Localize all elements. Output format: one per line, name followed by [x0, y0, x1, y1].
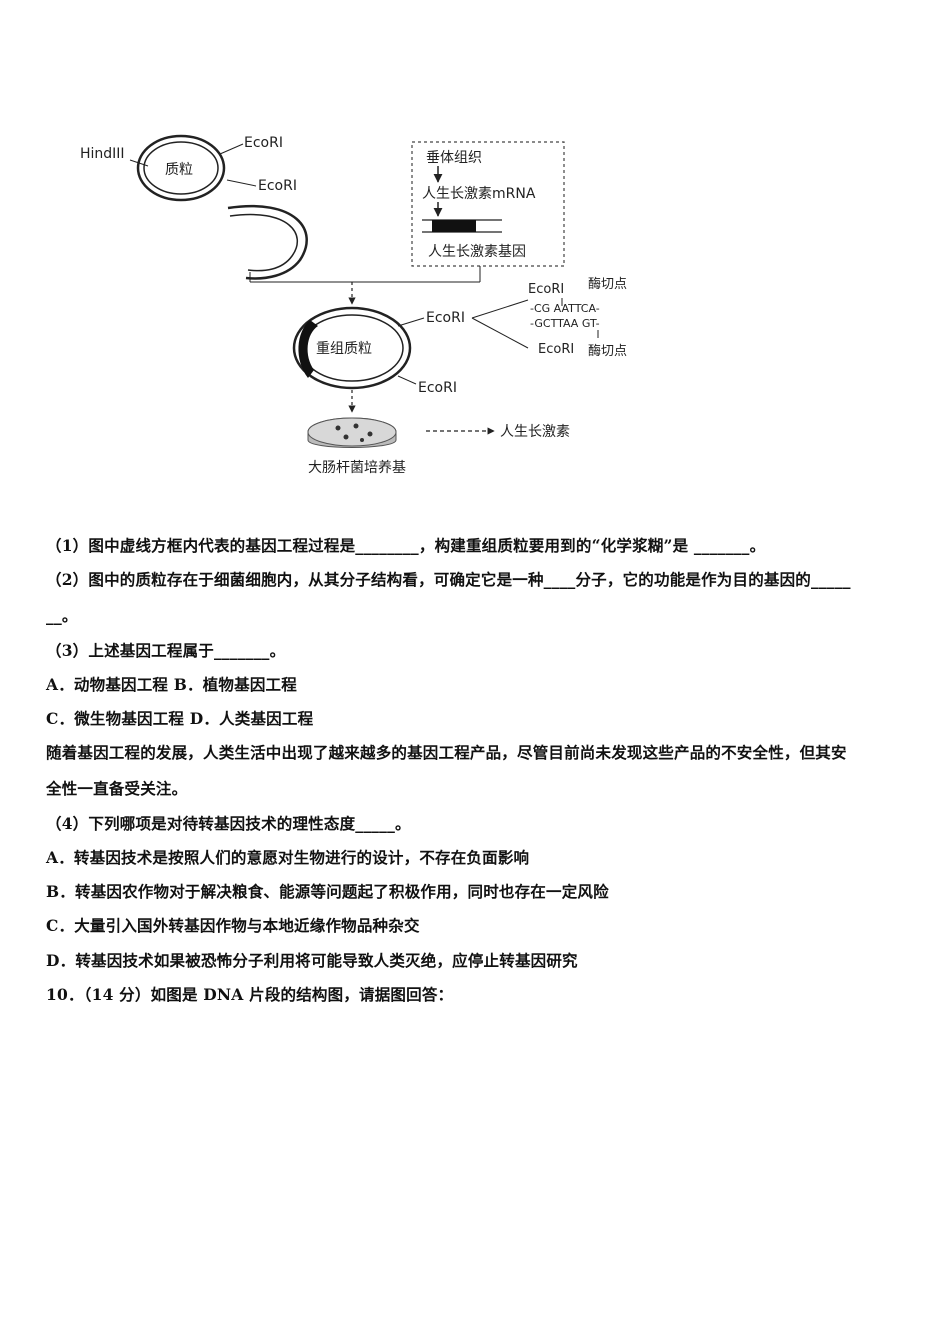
hindiii-label: HindIII [80, 146, 125, 162]
question-4-option-b: B．转基因农作物对于解决粮食、能源等问题起了积极作用，同时也存在一定风险 [46, 882, 609, 901]
paragraph-line-2: 全性一直备受关注。 [46, 779, 188, 798]
recombinant-plasmid-ring [292, 306, 412, 390]
cut-site-label-top: 酶切点 [588, 276, 627, 292]
sequence-bottom: -GCTTAA GT- [530, 317, 600, 330]
ecori-label-2: EcoRI [258, 178, 297, 194]
paragraph-line-1: 随着基因工程的发展，人类生活中出现了越来越多的基因工程产品，尽管目前尚未发现这些… [46, 743, 847, 762]
question-4-option-d: D．转基因技术如果被恐怖分子利用将可能导致人类灭绝，应停止转基因研究 [46, 951, 578, 970]
gene-label: 人生长激素基因 [428, 243, 526, 260]
question-10: 10．（14 分）如图是 DNA 片段的结构图，请据图回答： [46, 985, 454, 1004]
culture-label: 大肠杆菌培养基 [308, 459, 406, 476]
question-3-options-cd: C．微生物基因工程 D．人类基因工程 [46, 709, 314, 728]
question-1: （1）图中虚线方框内代表的基因工程过程是________，构建重组质粒要用到的“… [46, 536, 766, 555]
plasmid-ring [136, 134, 226, 202]
gene-bar [422, 219, 502, 233]
question-3: （3）上述基因工程属于_______。 [46, 641, 286, 660]
question-2-line-2: __。 [46, 606, 78, 625]
cut-plasmid-arc [227, 204, 308, 280]
ecori-label-1: EcoRI [244, 135, 283, 151]
sequence-top: -CG AATTCA- [530, 302, 600, 315]
question-4: （4）下列哪项是对待转基因技术的理性态度_____。 [46, 814, 411, 833]
ecori-label-4: EcoRI [418, 380, 457, 396]
recombinant-label: 重组质粒 [316, 341, 372, 357]
question-4-option-c: C．大量引入国外转基因作物与本地近缘作物品种杂交 [46, 916, 420, 935]
plasmid-label: 质粒 [165, 162, 193, 178]
mrna-label: 人生长激素mRNA [422, 185, 536, 202]
question-4-option-a: A．转基因技术是按照人们的意愿对生物进行的设计，不存在负面影响 [46, 848, 530, 867]
ecori-label-3: EcoRI [426, 310, 465, 326]
genetic-engineering-diagram: 质粒 HindIII EcoRI EcoRI 垂体组织 人生长激素mRNA 人生… [80, 134, 627, 476]
pituitary-label: 垂体组织 [426, 150, 482, 166]
ecori-label-5: EcoRI [528, 282, 564, 297]
petri-dish [307, 417, 397, 448]
question-2-line-1: （2）图中的质粒存在于细菌细胞内，从其分子结构看，可确定它是一种____分子，它… [46, 570, 851, 589]
cut-site-label-bottom: 酶切点 [588, 343, 627, 359]
hormone-label: 人生长激素 [500, 423, 570, 440]
ecori-label-6: EcoRI [538, 342, 574, 357]
question-3-options-ab: A．动物基因工程 B．植物基因工程 [46, 675, 297, 694]
